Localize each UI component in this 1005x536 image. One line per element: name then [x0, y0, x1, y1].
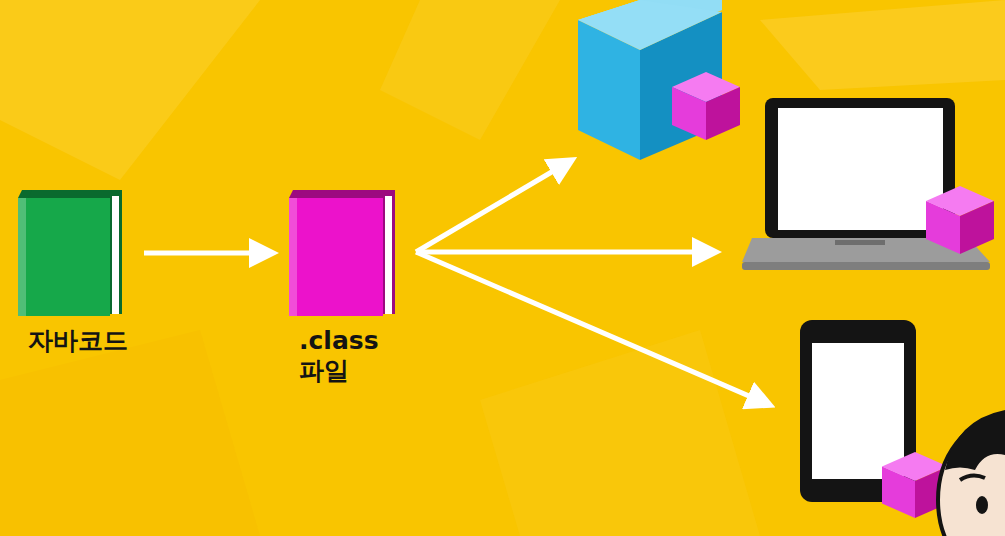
class-cubes [672, 72, 994, 518]
bg-shape [760, 0, 1005, 90]
book-icon [18, 190, 122, 316]
device-arrows [416, 160, 770, 405]
class-cube [672, 72, 740, 140]
book-node: .class 파일 [289, 190, 395, 386]
book-node: 자바코드 [18, 190, 148, 356]
arrow [416, 250, 716, 255]
bg-shape [0, 330, 260, 536]
bg-shape [480, 330, 760, 536]
arrow [416, 160, 572, 252]
arrow [416, 252, 770, 405]
bg-shape [380, 0, 560, 140]
book-icon [289, 190, 395, 316]
bg-shape [0, 0, 260, 180]
node-label: .class 파일 [299, 326, 391, 386]
flow-arrow [144, 251, 273, 256]
cartoon-face [938, 410, 1005, 536]
node-label: 자바코드 [28, 326, 148, 356]
laptop [742, 98, 990, 270]
class-cube [926, 186, 994, 254]
